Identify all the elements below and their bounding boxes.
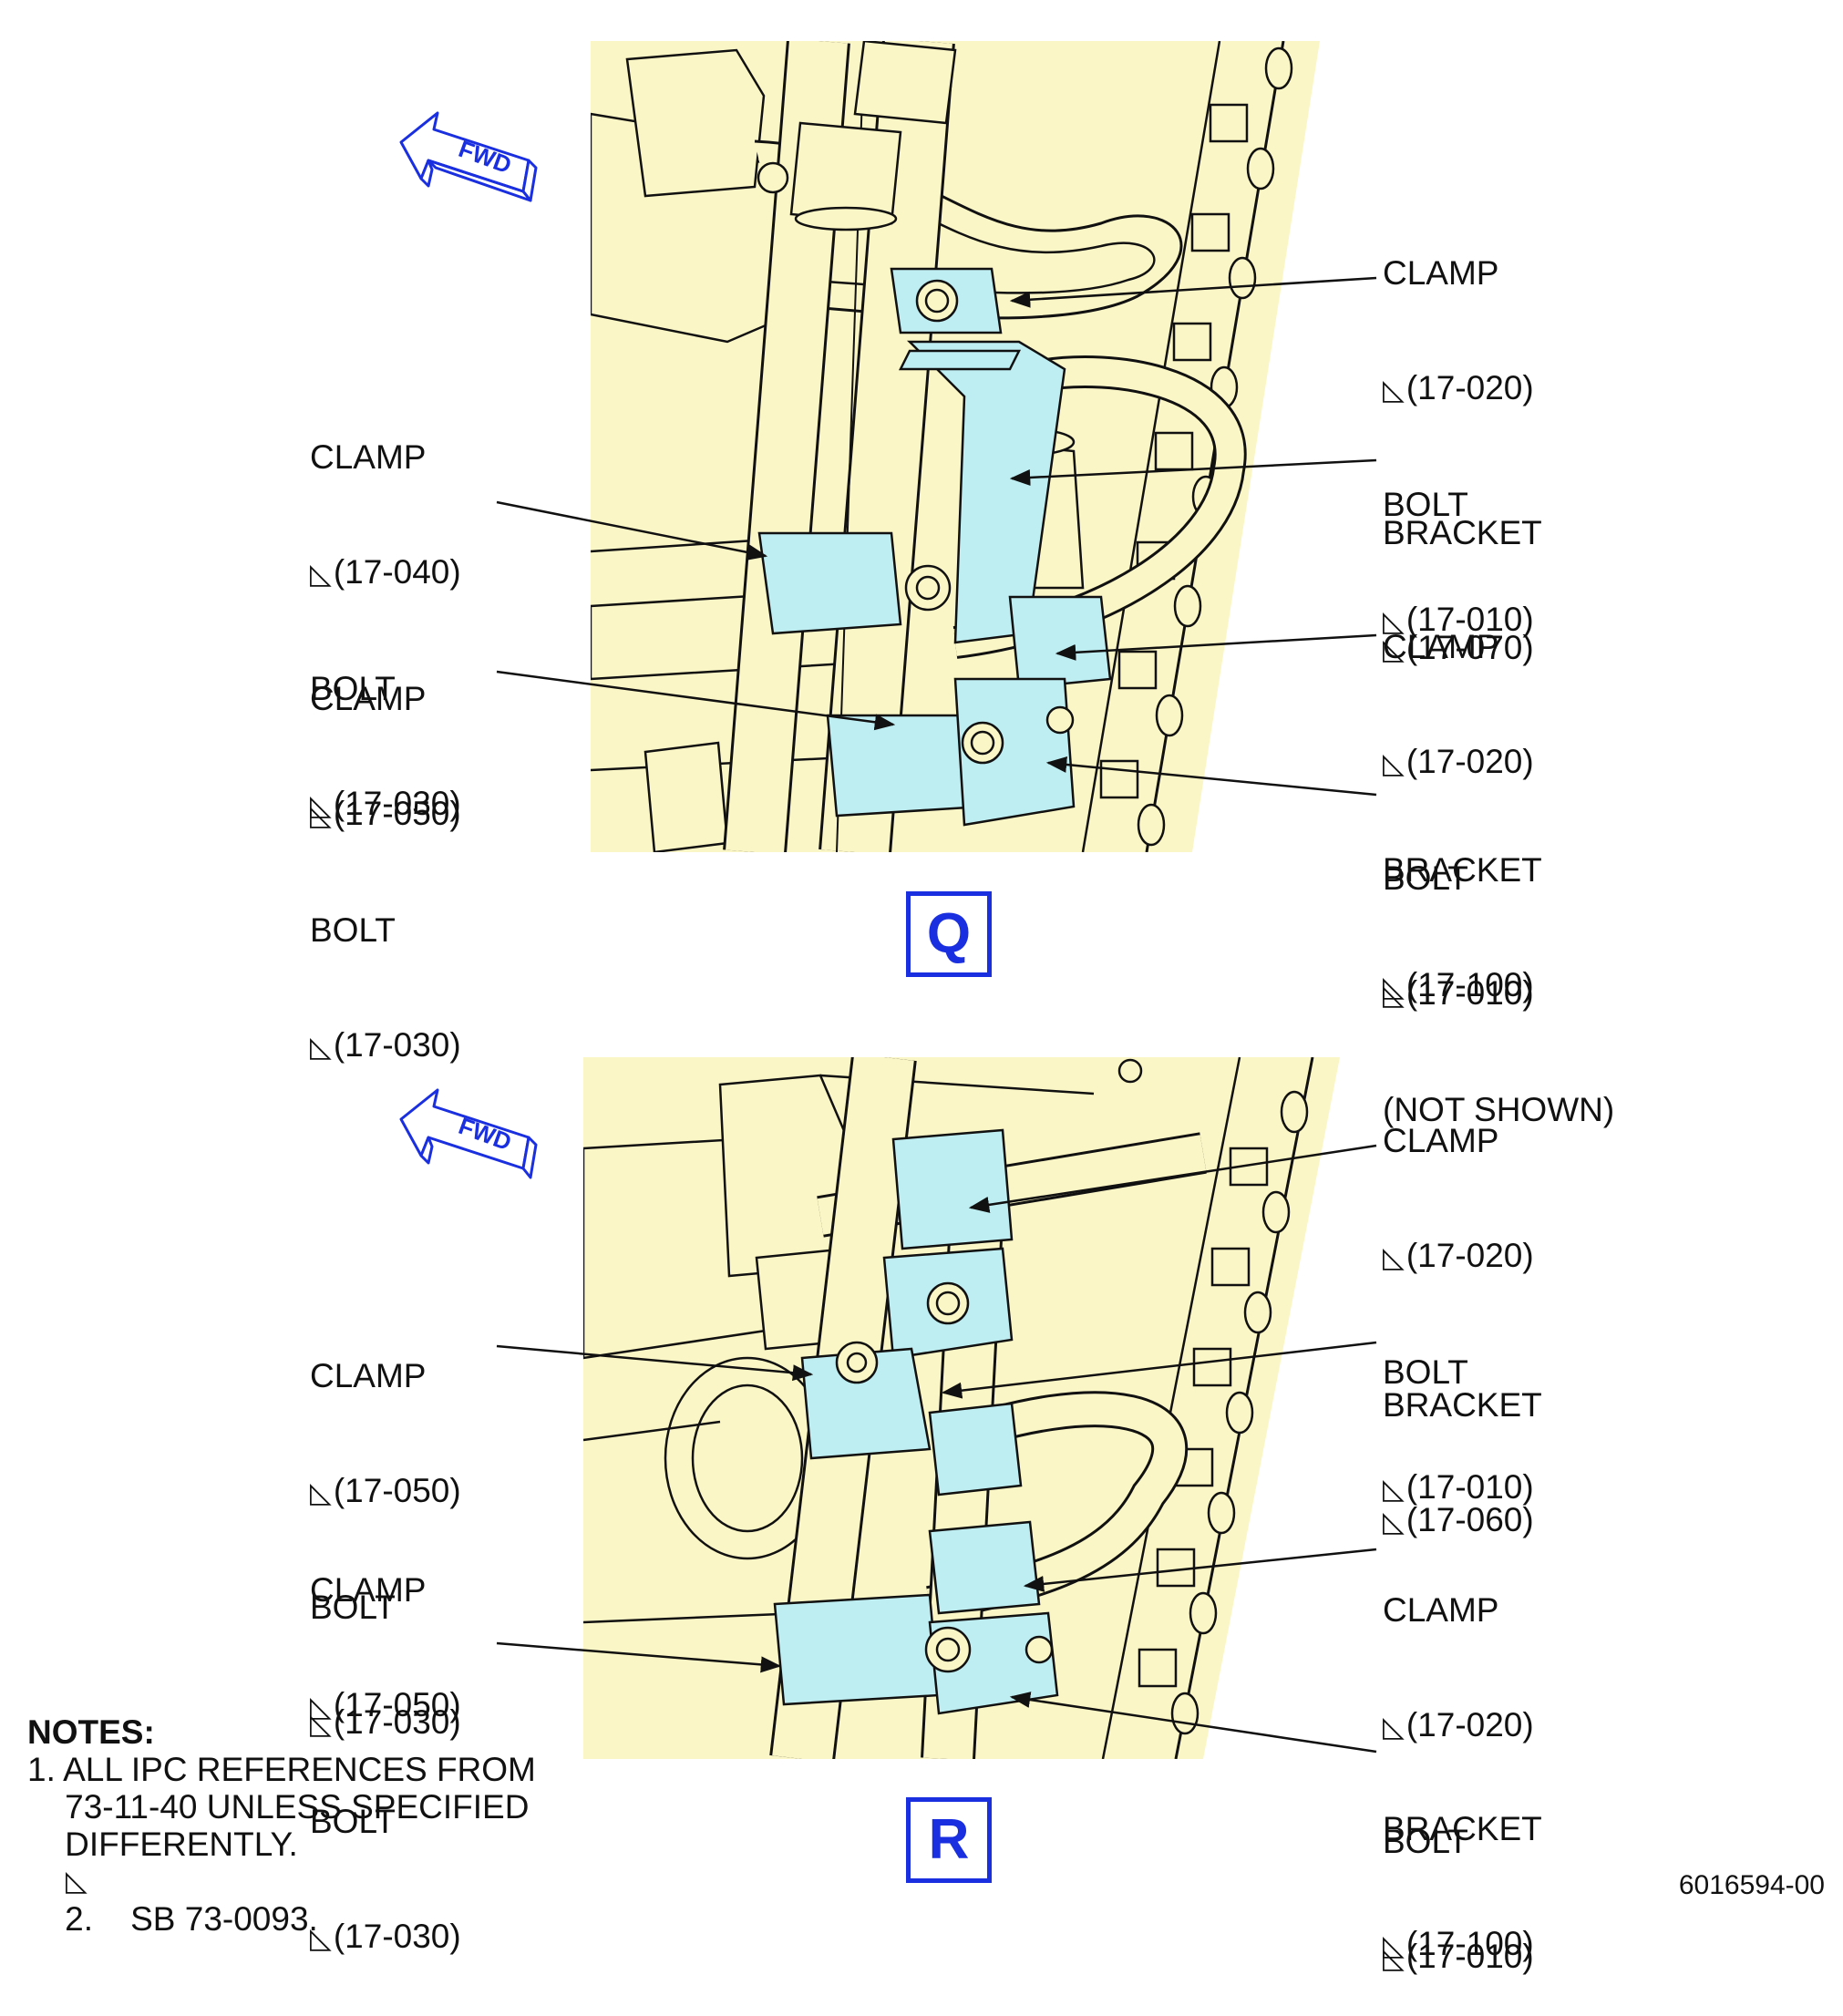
- fwd-arrow-icon: FWD: [394, 1085, 540, 1198]
- right-triangle-icon: ◺: [310, 1708, 332, 1741]
- note-2: 2. SB 73-0093.: [65, 1900, 318, 1938]
- callout-bracket-17-070: BRACKET ◺(17-070): [1383, 437, 1542, 707]
- view-label-r: R: [906, 1797, 992, 1883]
- drawing-number: 6016594-00: [1678, 1870, 1825, 1900]
- callout-line: CLAMP: [1383, 1122, 1499, 1159]
- note-1: 1. ALL IPC REFERENCES FROM 73-11-40 UNLE…: [27, 1751, 536, 1863]
- callout-line: (17-050): [333, 1686, 461, 1723]
- callout-line: (17-040): [333, 553, 461, 591]
- fwd-arrow-icon: FWD: [394, 108, 540, 221]
- callout-line: (17-020): [1405, 743, 1534, 780]
- callout-line: (17-010): [1405, 974, 1534, 1012]
- leader-lines: [496, 276, 1377, 1754]
- callout-line: CLAMP: [1383, 628, 1499, 665]
- callout-line: BOLT: [310, 1589, 396, 1626]
- callout-line: (17-030): [333, 1026, 461, 1064]
- callout-line: BOLT: [310, 670, 396, 707]
- callout-line: BOLT: [310, 911, 396, 949]
- right-triangle-icon: ◺: [310, 789, 332, 822]
- callout-line: BRACKET: [1383, 1386, 1542, 1424]
- callout-line: (17-070): [1405, 629, 1534, 666]
- right-triangle-icon: ◺: [310, 1476, 332, 1509]
- callout-line: (NOT SHOWN): [1383, 1091, 1615, 1128]
- right-triangle-icon: ◺: [1383, 1711, 1405, 1743]
- right-triangle-icon: ◺: [1383, 633, 1405, 666]
- right-triangle-icon: ◺: [310, 799, 332, 832]
- callout-line: CLAMP: [310, 680, 427, 717]
- callout-line: BRACKET: [1383, 1810, 1542, 1847]
- right-triangle-icon: ◺: [310, 1031, 332, 1064]
- callout-bracket-17-100: BRACKET ◺(17-100): [1383, 775, 1542, 1044]
- notes: NOTES: 1. ALL IPC REFERENCES FROM 73-11-…: [27, 1713, 536, 2012]
- right-triangle-icon: ◺: [310, 1691, 332, 1723]
- callout-line: BOLT: [310, 1803, 396, 1840]
- right-triangle-icon: ◺: [1383, 374, 1405, 406]
- callout-clamp-17-020-bolt-17-010-not-shown: CLAMP ◺(17-020) BOLT ◺(17-010) (NOT SHOW…: [1383, 551, 1614, 1167]
- callout-line: (17-010): [1405, 1468, 1534, 1506]
- notes-title: NOTES:: [27, 1713, 155, 1751]
- callout-line: BOLT: [1383, 859, 1468, 897]
- callout-line: BRACKET: [1383, 851, 1542, 889]
- callout-line: CLAMP: [1383, 1591, 1499, 1629]
- callout-line: (17-060): [1405, 1501, 1534, 1538]
- callout-clamp-17-020-bolt-17-010: CLAMP ◺(17-020) BOLT ◺(17-010): [1383, 1045, 1534, 1547]
- right-triangle-icon: ◺: [1383, 1473, 1405, 1506]
- callout-line: (17-100): [1405, 966, 1534, 1003]
- callout-line: (17-020): [1405, 369, 1534, 406]
- view-r-artwork: [583, 1057, 1340, 1759]
- right-triangle-icon: ◺: [1383, 971, 1405, 1003]
- callout-line: (17-030): [333, 785, 461, 822]
- callout-clamp-17-040-bolt-17-030: CLAMP ◺(17-040) BOLT ◺(17-030): [310, 362, 461, 863]
- callout-line: (17-030): [333, 1703, 461, 1741]
- callout-bracket-17-100: BRACKET ◺(17-100): [1383, 1733, 1542, 2003]
- right-triangle-icon: ◺: [1383, 605, 1405, 638]
- callout-line: BRACKET: [1383, 514, 1542, 551]
- callout-line: (17-100): [1405, 1925, 1534, 1962]
- right-triangle-icon: ◺: [310, 558, 332, 591]
- right-triangle-icon: ◺: [1383, 1929, 1405, 1962]
- callout-line: (17-020): [1405, 1706, 1534, 1743]
- callout-line: BOLT: [1383, 1823, 1468, 1860]
- callout-line: (17-050): [333, 795, 461, 832]
- callout-line: (17-020): [1405, 1237, 1534, 1274]
- right-triangle-icon: ◺: [1383, 979, 1405, 1012]
- callout-clamp-17-020-bolt-17-010: CLAMP ◺(17-020) BOLT ◺(17-010): [1383, 178, 1534, 679]
- view-label-q: Q: [906, 891, 992, 977]
- callout-line: CLAMP: [310, 438, 427, 476]
- right-triangle-icon: ◺: [1383, 1241, 1405, 1274]
- callout-line: BOLT: [1383, 1353, 1468, 1391]
- right-triangle-icon: ◺: [1383, 1506, 1405, 1538]
- callout-clamp-17-050-bolt-17-030: CLAMP ◺(17-050) BOLT ◺(17-030): [310, 603, 461, 1105]
- callout-bracket-17-060: BRACKET ◺(17-060): [1383, 1310, 1542, 1579]
- right-triangle-icon: ◺: [1383, 747, 1405, 780]
- view-q-artwork: [591, 41, 1320, 852]
- callout-clamp-17-050-bolt-17-030-upper: CLAMP ◺(17-050) BOLT ◺(17-030): [310, 1281, 461, 1782]
- right-triangle-icon: ◺: [66, 1865, 88, 1898]
- callout-line: BOLT: [1383, 486, 1468, 523]
- callout-line: CLAMP: [310, 1357, 427, 1394]
- callout-line: CLAMP: [1383, 254, 1499, 292]
- callout-line: (17-050): [333, 1472, 461, 1509]
- callout-line: (17-010): [1405, 601, 1534, 638]
- callout-line: CLAMP: [310, 1571, 427, 1609]
